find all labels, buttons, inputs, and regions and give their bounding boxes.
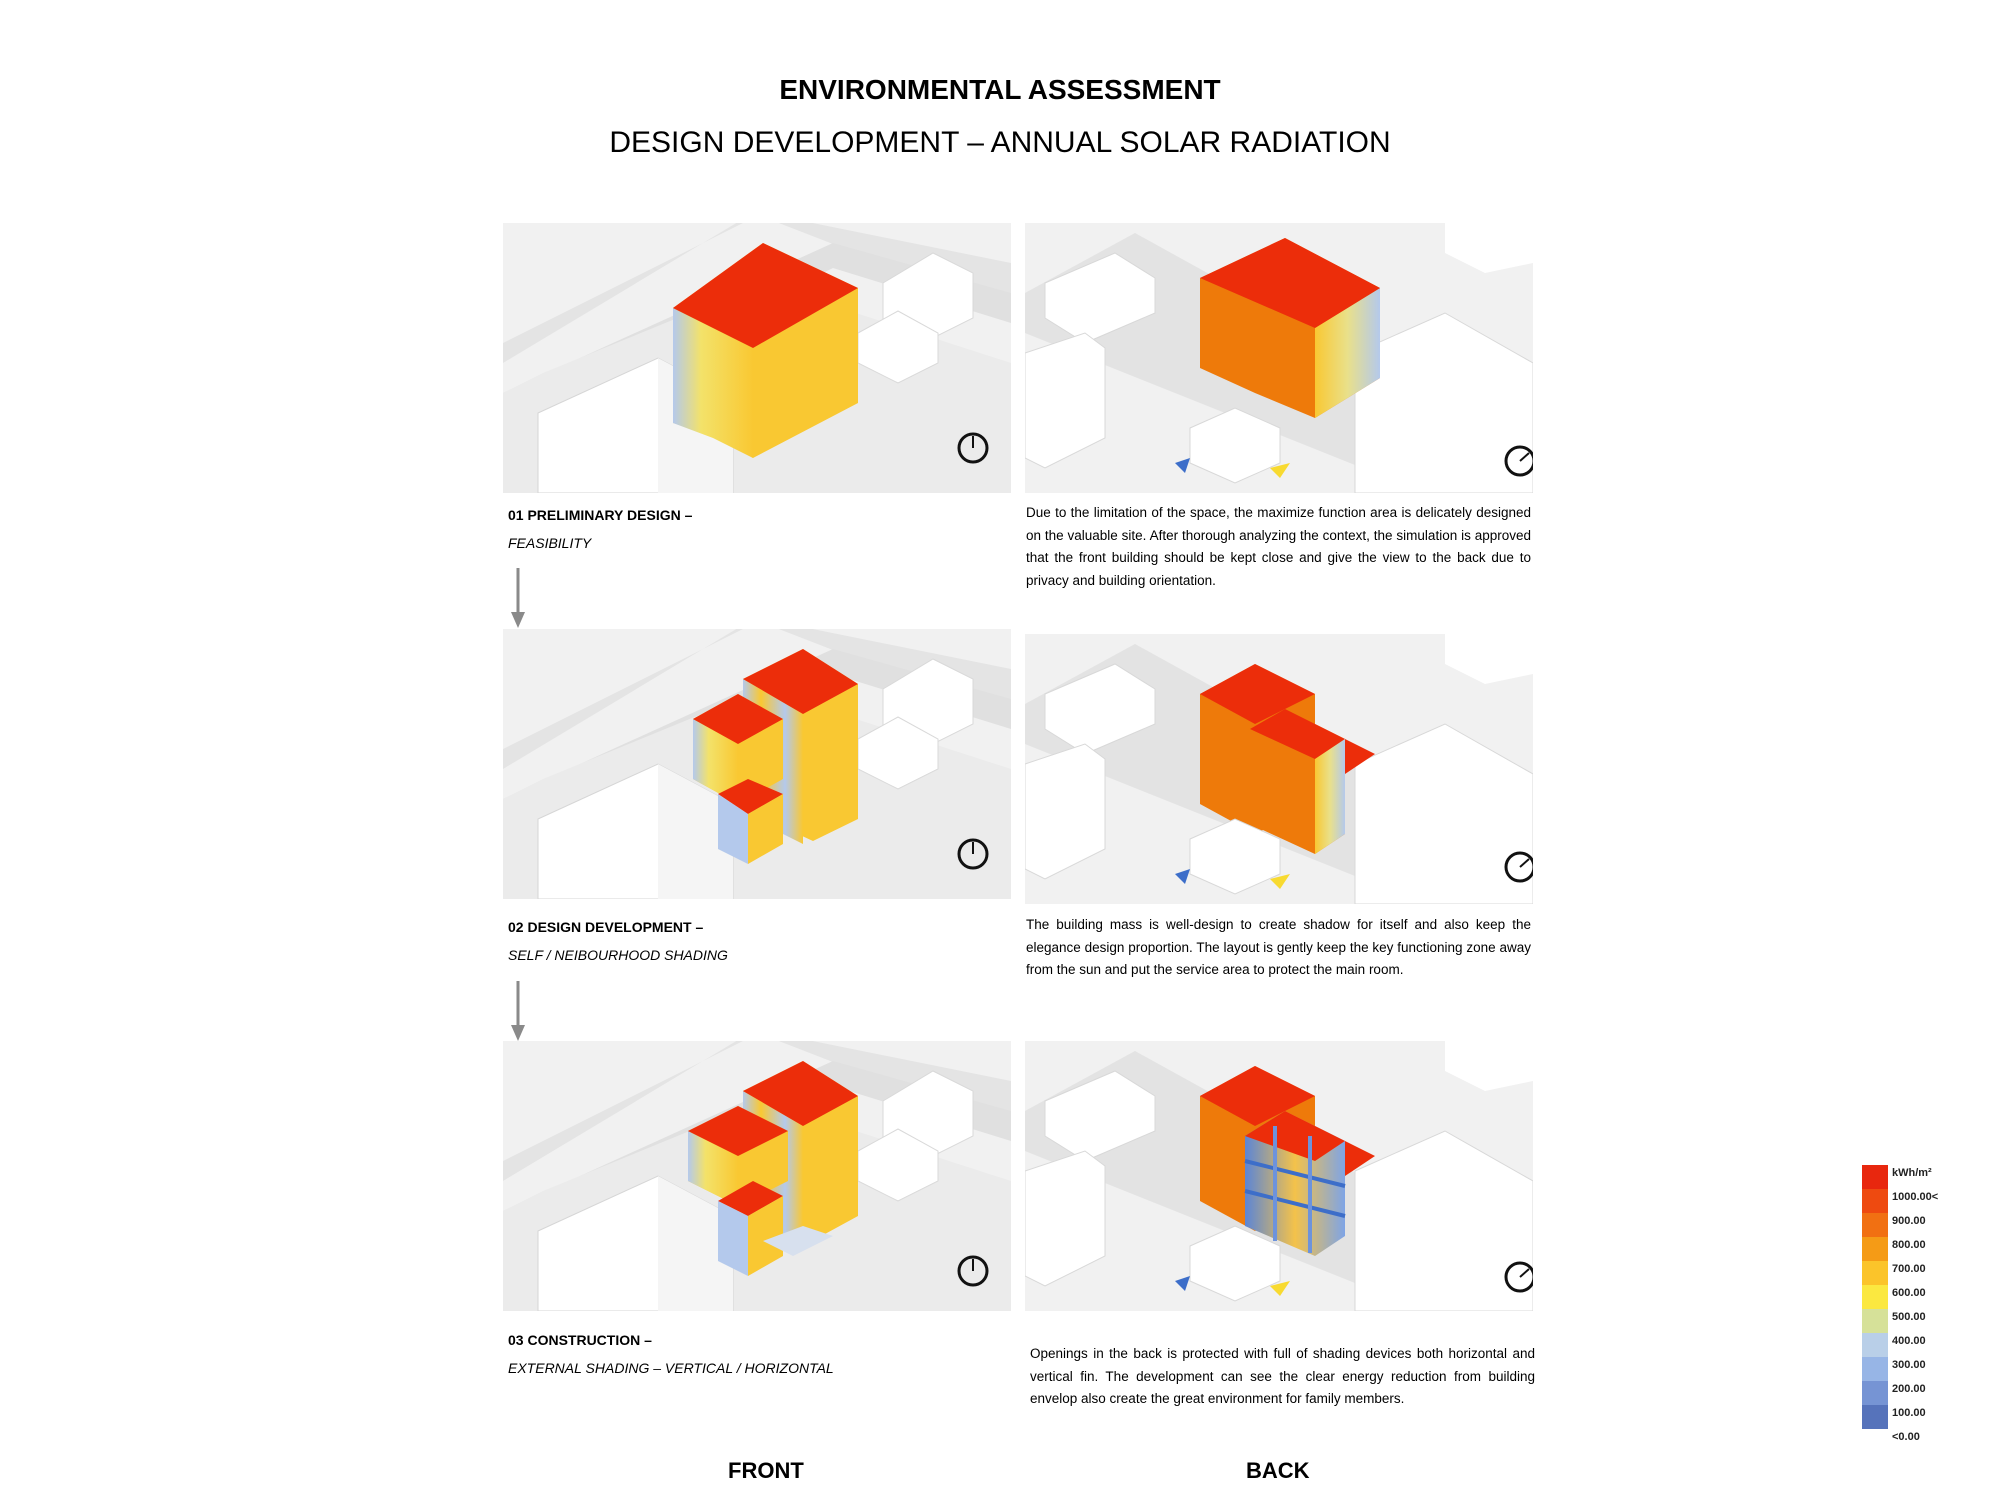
- front-view-construction: [503, 1041, 1011, 1311]
- arrow-down-icon: [511, 981, 525, 1041]
- legend-label: 700.00: [1892, 1263, 1926, 1275]
- back-view-construction: [1025, 1041, 1533, 1311]
- legend-swatch: [1862, 1285, 1888, 1309]
- legend-swatch: [1862, 1213, 1888, 1237]
- back-column-label: BACK: [1246, 1458, 1310, 1483]
- legend-label: 600.00: [1892, 1287, 1926, 1299]
- legend-swatch: [1862, 1309, 1888, 1333]
- legend-label: 100.00: [1892, 1407, 1926, 1419]
- stage-3-title: 03 CONSTRUCTION –: [508, 1332, 652, 1348]
- stage-1-description: Due to the limitation of the space, the …: [1026, 505, 1531, 588]
- legend-swatch: [1862, 1237, 1888, 1261]
- back-view-development: [1025, 634, 1533, 904]
- legend-label: 900.00: [1892, 1215, 1926, 1227]
- legend-swatch: [1862, 1357, 1888, 1381]
- stage-2-description: The building mass is well-design to crea…: [1026, 917, 1531, 977]
- legend-swatch: [1862, 1333, 1888, 1357]
- legend-swatch: [1862, 1189, 1888, 1213]
- legend-label: 800.00: [1892, 1239, 1926, 1251]
- arrow-down-icon: [511, 568, 525, 628]
- legend-swatch: [1862, 1261, 1888, 1285]
- legend-swatch: [1862, 1381, 1888, 1405]
- legend-label: 500.00: [1892, 1311, 1926, 1323]
- legend-swatch: [1862, 1405, 1888, 1429]
- legend-label: 200.00: [1892, 1383, 1926, 1395]
- stage-2-subtitle: SELF / NEIBOURHOOD SHADING: [508, 947, 728, 963]
- legend-label: 400.00: [1892, 1335, 1926, 1347]
- stage-1-title: 01 PRELIMINARY DESIGN –: [508, 507, 693, 523]
- legend-unit: kWh/m²: [1892, 1167, 1932, 1179]
- front-view-preliminary: [503, 223, 1011, 493]
- legend-label: 300.00: [1892, 1359, 1926, 1371]
- stage-3-description: Openings in the back is protected with f…: [1030, 1346, 1535, 1406]
- stage-2-title: 02 DESIGN DEVELOPMENT –: [508, 919, 704, 935]
- front-view-development: [503, 629, 1011, 899]
- legend-swatch: [1862, 1165, 1888, 1189]
- stage-1-subtitle: FEASIBILITY: [508, 535, 592, 551]
- legend-label: 1000.00<: [1892, 1191, 1939, 1203]
- front-column-label: FRONT: [728, 1458, 804, 1483]
- page-title: ENVIRONMENTAL ASSESSMENT: [779, 74, 1221, 105]
- back-view-preliminary: [1025, 223, 1533, 493]
- page-subtitle: DESIGN DEVELOPMENT – ANNUAL SOLAR RADIAT…: [609, 126, 1391, 159]
- solar-radiation-legend: kWh/m² 1000.00< 900.00 800.00 700.00 600…: [1862, 1165, 1952, 1445]
- stage-3-subtitle: EXTERNAL SHADING – VERTICAL / HORIZONTAL: [508, 1360, 834, 1376]
- legend-label: <0.00: [1892, 1431, 1920, 1443]
